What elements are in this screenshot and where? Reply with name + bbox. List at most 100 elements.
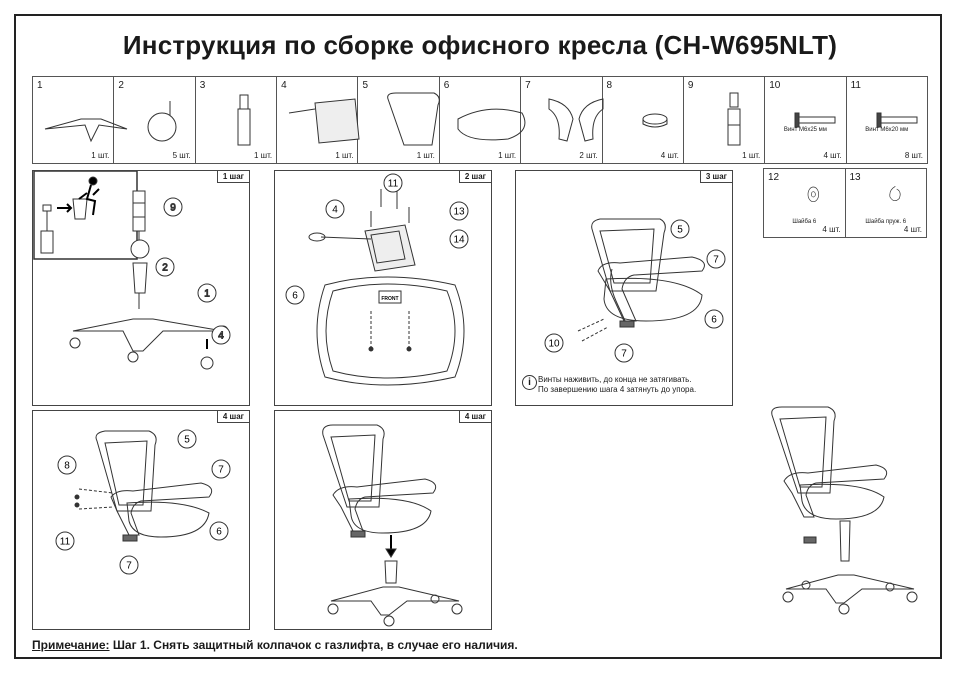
part-quantity: 1 шт. — [742, 151, 761, 160]
callout-circle — [55, 531, 75, 551]
callout-number: 10 — [548, 339, 560, 350]
callout-number: 7 — [621, 349, 627, 360]
callout-circle — [449, 201, 469, 221]
callout-circle — [211, 459, 231, 479]
callout-number: 11 — [60, 537, 71, 548]
step3-diagram: 5 7 6 10 7 — [544, 218, 726, 363]
part-label: Шайба пруж. 6 — [865, 219, 907, 225]
page-title: Инструкция по сборке офисного кресла (CH… — [122, 30, 838, 60]
callout-number: 11 — [388, 179, 399, 190]
part-number: 11 — [850, 80, 861, 91]
callout-circle — [119, 555, 139, 575]
callout-number: 7 — [218, 465, 224, 476]
part-number: 8 — [606, 80, 613, 91]
part-quantity: 5 шт. — [172, 151, 191, 160]
part-number: 6 — [443, 80, 450, 91]
part-number: 1 — [37, 80, 43, 91]
callout-number: 6 — [292, 291, 298, 302]
callout-number: 5 — [184, 435, 190, 446]
part-quantity: 4 шт. — [822, 225, 841, 234]
callout-number: 1 — [204, 289, 210, 300]
callout-circle — [614, 343, 634, 363]
callout-circle — [209, 521, 229, 541]
callout-circle — [449, 229, 469, 249]
part-quantity: 1 шт. — [498, 151, 517, 160]
washer-icon — [772, 181, 837, 221]
callout-number: 6 — [711, 315, 717, 326]
part-number: 12 — [768, 172, 780, 183]
step-label: 2 шаг — [458, 171, 491, 183]
front-label: FRONT — [381, 296, 398, 302]
part-quantity: 1 шт. — [335, 151, 354, 160]
note-label: Примечание: — [32, 638, 110, 652]
part-quantity: 4 шт. — [903, 225, 922, 234]
callout-circle — [704, 309, 724, 329]
callout-circle — [57, 455, 77, 475]
info-note: i Винты наживить, до конца не затягивать… — [522, 375, 697, 395]
step-label: 3 шаг — [699, 171, 732, 183]
part-label: Винт М6х20 мм — [865, 127, 909, 133]
step-label: 4 шаг — [458, 411, 491, 423]
callout-circle — [163, 197, 183, 217]
callout-circle — [197, 283, 217, 303]
part-quantity: 4 шт. — [660, 151, 679, 160]
page-frame — [14, 14, 942, 659]
step4-base-diagram — [322, 424, 463, 627]
part-number: 5 — [362, 80, 368, 91]
step-label: 1 шаг — [216, 171, 249, 183]
cap-icon — [611, 89, 675, 147]
callout-number: 7 — [713, 255, 719, 266]
callout-circle — [544, 333, 564, 353]
callout-number: 9 — [170, 203, 176, 214]
bolt-icon — [773, 89, 837, 147]
part-number: 10 — [769, 80, 781, 91]
step-label: 4 шаг — [216, 411, 249, 423]
part-2: 2 5 шт. — [114, 77, 196, 163]
part-quantity: 8 шт. — [904, 151, 923, 160]
callout-circle — [325, 199, 345, 219]
callout-number: 13 — [453, 207, 465, 218]
callout-number: 14 — [453, 235, 465, 246]
info-icon: i — [522, 375, 537, 390]
footer-note: Примечание: Шаг 1. Снять защитный колпач… — [32, 638, 518, 652]
armrests-icon — [529, 89, 604, 147]
step3-panel: 3 шаг 5 7 6 10 7 i Винты наживить, до конца … — [515, 170, 733, 406]
callout-circle — [177, 429, 197, 449]
gas-lift-icon — [204, 89, 268, 147]
callout-number: 7 — [126, 561, 132, 572]
callout-circle — [383, 173, 403, 193]
info-line: Винты наживить, до конца не затягивать. — [538, 375, 692, 384]
info-line: По завершению шага 4 затянуть до упора. — [538, 385, 697, 394]
part-number: 7 — [525, 80, 531, 91]
part-number: 2 — [118, 80, 124, 91]
callout-number: 8 — [64, 461, 70, 472]
bolt-icon — [855, 89, 919, 147]
callout-circle — [706, 249, 726, 269]
mechanism-icon — [285, 89, 360, 147]
part-label: Винт М6х25 мм — [783, 127, 827, 133]
callout-number: 5 — [677, 225, 683, 236]
star-base-icon — [41, 89, 128, 147]
seat-icon — [448, 89, 526, 147]
callout-circle — [155, 257, 175, 277]
callout-circle — [670, 219, 690, 239]
callout-number: 2 — [162, 263, 168, 274]
callout-circle — [285, 285, 305, 305]
callout-circle — [211, 325, 231, 345]
part-quantity: 1 шт. — [253, 151, 273, 160]
part-number: 13 — [849, 172, 861, 183]
